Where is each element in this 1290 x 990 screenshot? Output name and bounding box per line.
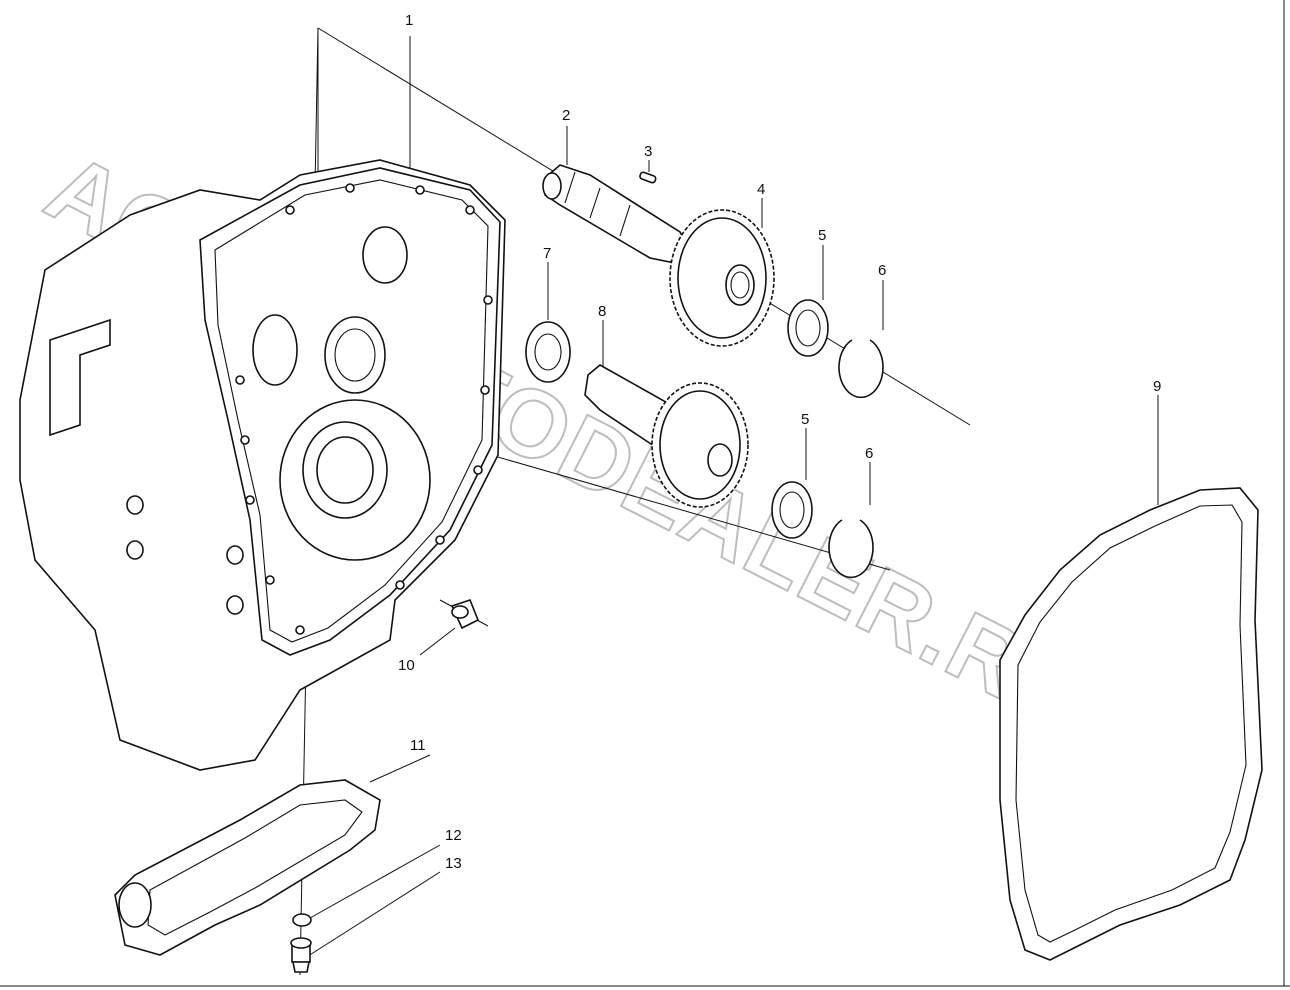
bearing-upper xyxy=(787,299,829,357)
callout-7: 7 xyxy=(543,245,551,262)
circlip-upper xyxy=(838,339,884,399)
callout-9: 9 xyxy=(1153,378,1161,395)
gasket xyxy=(999,487,1263,961)
input-shaft xyxy=(542,164,692,263)
gear-upper xyxy=(669,209,775,347)
callout-10: 10 xyxy=(398,657,415,674)
callout-13: 13 xyxy=(445,855,462,872)
callout-4: 4 xyxy=(757,181,765,198)
circlip-lower xyxy=(828,519,874,579)
callout-5-upper: 5 xyxy=(818,227,826,244)
washer xyxy=(292,913,312,927)
callout-1: 1 xyxy=(405,12,413,29)
callout-8: 8 xyxy=(598,303,606,320)
callout-5-lower: 5 xyxy=(801,411,809,428)
callout-11: 11 xyxy=(410,737,426,754)
drain-bolt xyxy=(290,937,312,973)
oil-pan xyxy=(114,779,381,956)
callout-12: 12 xyxy=(445,827,462,844)
bearing-middle xyxy=(525,321,571,383)
bearing-lower xyxy=(771,481,813,539)
callout-6-upper: 6 xyxy=(878,262,886,279)
key xyxy=(639,171,657,184)
callout-3: 3 xyxy=(644,143,652,160)
gearbox-housing xyxy=(19,159,506,771)
plug xyxy=(450,599,480,630)
output-shaft xyxy=(584,364,749,508)
callouts: 1 2 3 4 5 6 7 8 5 6 9 10 11 12 13 xyxy=(398,12,1161,872)
callout-2: 2 xyxy=(562,107,570,124)
callout-6-lower: 6 xyxy=(865,445,873,462)
